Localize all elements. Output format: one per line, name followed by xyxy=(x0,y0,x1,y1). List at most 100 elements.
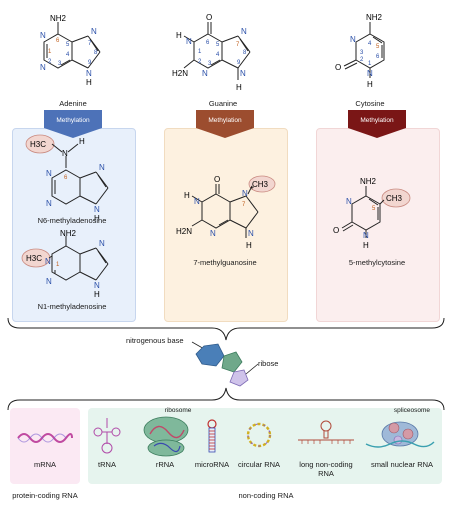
methylation-label: Methylation xyxy=(44,113,102,127)
atom-h: H xyxy=(184,191,190,200)
atom-h: H xyxy=(94,290,100,299)
ring-number: 4 xyxy=(66,52,70,58)
h2n-label: H2N xyxy=(176,227,192,236)
ring-number: 5 xyxy=(216,42,220,48)
lncrna-icon xyxy=(296,418,356,448)
nh2-label: NH2 xyxy=(60,229,77,238)
atom-n: N xyxy=(186,37,192,46)
atom-n: N xyxy=(40,63,46,72)
atom-n: N xyxy=(242,189,248,198)
snrna-spliceosome-icon xyxy=(364,414,436,456)
ring-number: 4 xyxy=(368,41,372,47)
atom-n: N xyxy=(45,257,51,266)
methylation-label: Methylation xyxy=(348,113,406,127)
h3c-label: H3C xyxy=(30,140,46,149)
cytosine-label: Cytosine xyxy=(345,99,395,108)
nh2-label: NH2 xyxy=(366,13,383,22)
atom-n: N xyxy=(46,169,52,178)
small-nuclear-rna-label: small nuclear RNA xyxy=(364,460,440,469)
atom-n: N xyxy=(46,199,52,208)
atom-n: N xyxy=(367,69,373,78)
ring-number: 8 xyxy=(243,50,247,56)
n6-methyladenosine-label: N6-methyladenosine xyxy=(22,216,122,225)
ring-number: 6 xyxy=(56,38,60,44)
atom-n: N xyxy=(210,229,216,238)
ring-number: 3 xyxy=(360,50,364,56)
atom-n: N xyxy=(46,277,52,286)
microrna-label: microRNA xyxy=(190,460,234,469)
atom-o: O xyxy=(333,226,339,235)
ring-number: 6 xyxy=(206,40,210,46)
atom-n: N xyxy=(40,31,46,40)
ring-number: 6 xyxy=(64,175,68,181)
ring-number: 1 xyxy=(56,262,60,268)
5-methylcytosine-label: 5-methylcytosine xyxy=(327,258,427,267)
adenine-structure: NH2 N N N N H 6 1 2 3 4 5 7 8 9 xyxy=(28,8,118,96)
atom-n: N xyxy=(91,27,97,36)
protein-coding-rna-label: protein-coding RNA xyxy=(6,491,84,500)
atom-h: H xyxy=(367,80,373,89)
atom-o: O xyxy=(214,175,220,184)
n1-methyladenosine-label: N1-methyladenosine xyxy=(22,302,122,311)
atom-h: H xyxy=(86,78,92,87)
atom-h: H xyxy=(246,241,252,250)
guanine-label: Guanine xyxy=(198,99,248,108)
trna-icon xyxy=(92,416,122,456)
ring-number: 7 xyxy=(236,42,240,48)
h2n-label: H2N xyxy=(172,69,188,78)
atom-n: N xyxy=(194,197,200,206)
lncrna-label: long non-coding RNA xyxy=(290,460,362,478)
atom-n: N xyxy=(363,231,369,240)
atom-n: N xyxy=(248,229,254,238)
ch3-label: CH3 xyxy=(386,194,403,203)
non-coding-rna-label: non-coding RNA xyxy=(226,491,306,500)
lncrna-label-line1: long non-coding xyxy=(290,460,362,469)
lncrna-label-line2: RNA xyxy=(290,469,362,478)
adenine-label: Adenine xyxy=(48,99,98,108)
ring-number: 1 xyxy=(198,49,202,55)
ring-number: 1 xyxy=(48,49,52,55)
rrna-label: rRNA xyxy=(148,460,182,469)
atom-n: N xyxy=(94,205,100,214)
atom-h: H xyxy=(236,83,242,92)
5-methylcytosine-structure: NH2 CH3 N O N H 5 xyxy=(326,170,430,254)
methylation-label: Methylation xyxy=(196,113,254,127)
atom-h: H xyxy=(79,137,85,146)
ring-number: 4 xyxy=(216,52,220,58)
n6-methyladenosine-structure: H3C N H N N N N H 6 xyxy=(20,132,120,222)
atom-o: O xyxy=(206,13,212,22)
atom-h: H xyxy=(363,241,369,250)
microrna-icon xyxy=(204,418,220,454)
nh2-label: NH2 xyxy=(360,177,377,186)
atom-n: N xyxy=(86,69,92,78)
ring-number: 1 xyxy=(368,61,372,67)
atom-n: N xyxy=(99,163,105,172)
atom-n: N xyxy=(62,149,68,158)
circular-rna-label: circular RNA xyxy=(234,460,284,469)
trna-label: tRNA xyxy=(90,460,124,469)
atom-n: N xyxy=(240,69,246,78)
cytosine-structure: NH2 N O N H 4 3 2 1 6 5 xyxy=(330,8,410,96)
atom-n: N xyxy=(202,69,208,78)
atom-h: H xyxy=(176,31,182,40)
atom-n: N xyxy=(241,27,247,36)
ch3-label: CH3 xyxy=(252,180,269,189)
h3c-label: H3C xyxy=(26,254,42,263)
ring-number: 6 xyxy=(376,54,380,60)
ring-number: 5 xyxy=(372,206,376,212)
ring-number: 5 xyxy=(66,42,70,48)
mrna-label: mRNA xyxy=(14,460,76,469)
7-methylguanosine-structure: O H N H2N N N + CH3 N H 7 xyxy=(170,168,282,258)
atom-n: N xyxy=(350,35,356,44)
ring-number: 2 xyxy=(360,57,364,63)
nh2-label: NH2 xyxy=(50,14,67,23)
mrna-icon xyxy=(16,428,74,448)
guanine-structure: O H N H2N N N N H 6 1 2 3 4 5 7 8 9 xyxy=(172,8,268,102)
circular-rna-icon xyxy=(244,420,274,450)
atom-n: N xyxy=(99,239,105,248)
ring-number: 5 xyxy=(376,44,380,50)
7-methylguanosine-label: 7-methylguanosine xyxy=(175,258,275,267)
atom-o: O xyxy=(335,63,341,72)
rrna-ribosome-icon xyxy=(138,414,194,458)
n1-methyladenosine-structure: NH2 H3C N N N N H 1 xyxy=(16,228,120,304)
